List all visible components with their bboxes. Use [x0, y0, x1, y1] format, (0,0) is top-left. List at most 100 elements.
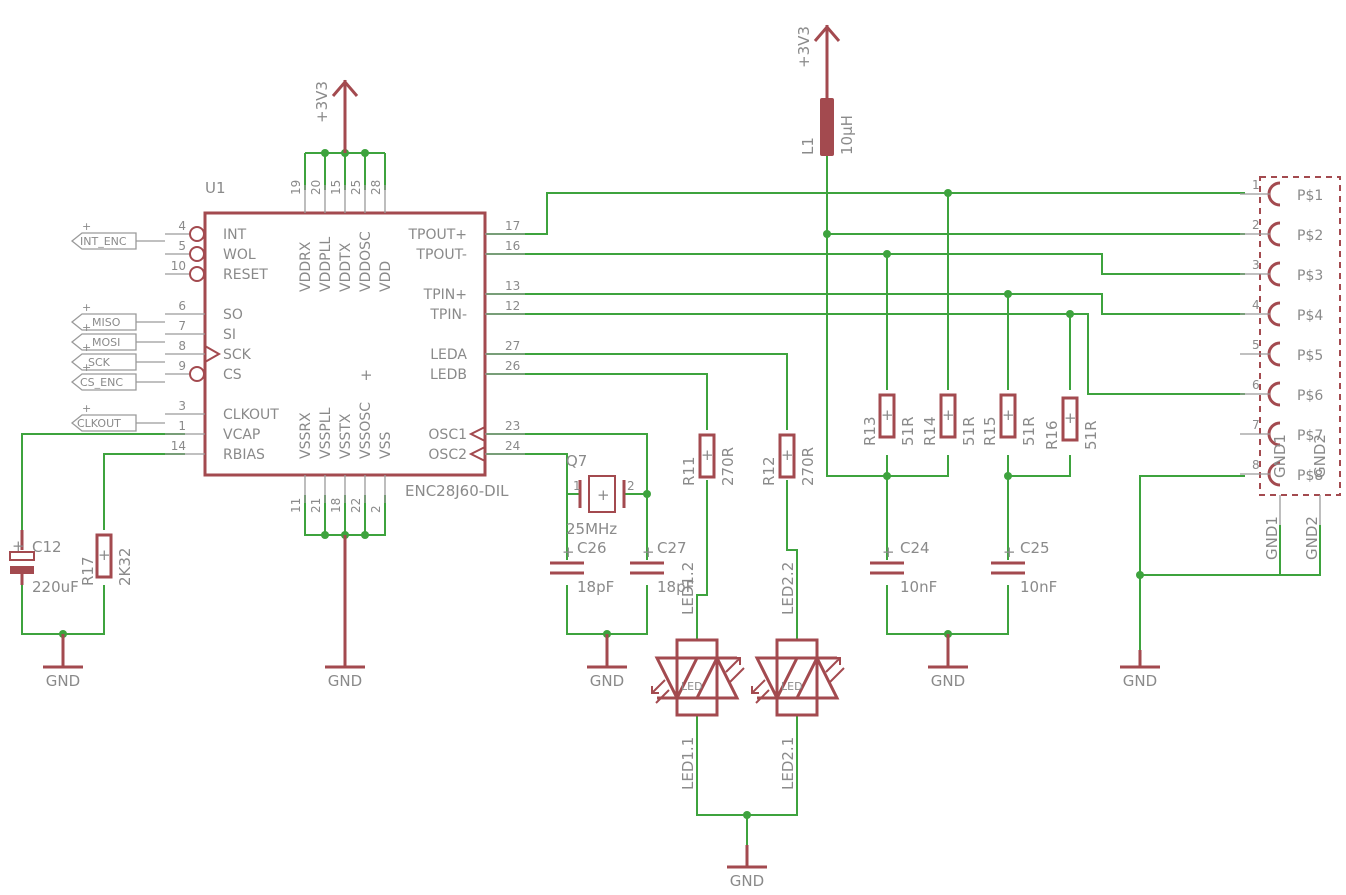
jack-pin-num-5: 5 — [1252, 338, 1260, 352]
resistor-r12[interactable]: + R12 270R — [760, 433, 817, 486]
pin-num-vcap: 1 — [178, 419, 186, 433]
svg-text:+3V3: +3V3 — [313, 81, 331, 123]
gnd-symbol-crystal[interactable]: GND — [587, 634, 627, 690]
pin-name-rbias: RBIAS — [223, 447, 265, 463]
svg-text:GND: GND — [931, 672, 965, 690]
net-label-clkout[interactable]: CLKOUT + — [70, 402, 165, 432]
capacitor-c24[interactable]: + C24 10nF — [870, 539, 937, 596]
pin-num-int: 4 — [178, 219, 186, 233]
gnd-symbol-ic[interactable]: GND — [325, 535, 365, 690]
svg-text:1: 1 — [573, 479, 581, 493]
r11-ref: R11 — [680, 456, 698, 486]
led2-pin-top: LED2.2 — [779, 562, 797, 615]
pin-name-vddpll: VDDPLL — [318, 237, 334, 292]
pin-name-vssrx: VSSRX — [298, 412, 314, 459]
resistor-r11[interactable]: + R11 270R — [680, 433, 737, 486]
pin-name-vdd: VDD — [378, 261, 394, 292]
ic-part: ENC28J60-DIL — [405, 482, 509, 500]
net-label-mosi[interactable]: MOSI + — [70, 321, 165, 351]
l1-value: 10µH — [838, 115, 856, 155]
pin-name-vssosc: VSSOSC — [358, 402, 374, 459]
supply-3v3-magnetics[interactable]: +3V3 — [795, 24, 841, 100]
led-pair-1[interactable]: LED LED1.2 LED1.1 — [651, 562, 745, 790]
pin-num-cs: 9 — [178, 359, 186, 373]
capacitor-c27[interactable]: + C27 18pF — [630, 539, 694, 596]
svg-text:SCK: SCK — [88, 356, 111, 369]
pin-name-vsspll: VSSPLL — [318, 407, 334, 459]
pin-name-vddtx: VDDTX — [338, 242, 354, 292]
jack-gnd2-label: GND2 — [1303, 516, 1321, 560]
gnd-symbol-vcap[interactable]: GND — [43, 634, 83, 690]
pin-name-vddosc: VDDOSC — [358, 231, 374, 292]
pin-num-vddpll: 20 — [309, 180, 323, 195]
pin-num-leda: 27 — [505, 339, 520, 353]
svg-text:CLKOUT: CLKOUT — [77, 417, 121, 430]
gnd-symbol-termination[interactable]: GND — [928, 634, 968, 690]
wires — [21, 105, 1321, 865]
svg-text:+: + — [701, 446, 714, 464]
pin-name-vcap: VCAP — [223, 427, 260, 443]
pin-num-wol: 5 — [178, 239, 186, 253]
r13-value: 51R — [899, 416, 917, 446]
pin-num-rbias: 14 — [171, 439, 186, 453]
c12-value: 220uF — [32, 578, 79, 596]
pin-num-tpin-plus: 13 — [505, 279, 520, 293]
net-label-cs-enc[interactable]: CS_ENC + — [70, 361, 165, 391]
svg-text:+: + — [82, 301, 91, 314]
jack-pin-num-3: 3 — [1252, 258, 1260, 272]
rj45-jack[interactable]: 1 2 3 4 5 6 7 8 P$1 P$2 P$3 P$4 P$5 P$6 … — [1240, 176, 1341, 560]
capacitor-c26[interactable]: + C26 18pF — [550, 539, 614, 596]
capacitor-c25[interactable]: + C25 10nF — [991, 539, 1057, 596]
jack-pin-name-8: P$8 — [1297, 468, 1323, 484]
svg-text:+3V3: +3V3 — [795, 26, 813, 68]
capacitor-c12[interactable]: + C12 220uF — [9, 530, 79, 596]
gnd-symbol-leds[interactable]: GND — [727, 845, 767, 890]
ic-u1[interactable]: U1 ENC28J60-DIL + 4 5 10 6 7 8 9 3 1 14 … — [165, 179, 525, 513]
inductor-l1[interactable]: L1 10µH — [799, 98, 856, 156]
svg-text:+: + — [781, 446, 794, 464]
inverted-pin-cs — [189, 366, 205, 382]
resistor-r13[interactable]: + R13 51R — [861, 393, 917, 446]
supply-3v3-ic[interactable]: +3V3 — [313, 79, 359, 153]
jack-pin-num-6: 6 — [1252, 378, 1260, 392]
led-pair-2[interactable]: LED LED2.2 LED2.1 — [751, 562, 845, 790]
q7-value: 25MHz — [566, 520, 617, 538]
net-label-int-enc[interactable]: INT_ENC + — [70, 220, 165, 250]
crystal-q7[interactable]: + 1 2 Q7 25MHz — [566, 452, 635, 538]
pin-name-osc1: OSC1 — [428, 427, 467, 443]
r12-value: 270R — [799, 447, 817, 486]
jack-pin-name-1: P$1 — [1297, 188, 1323, 204]
svg-text:GND: GND — [328, 672, 362, 690]
resistor-r17[interactable]: + R17 2K32 — [79, 533, 134, 586]
pin-num-so: 6 — [178, 299, 186, 313]
svg-text:+: + — [1003, 543, 1016, 561]
resistor-r14[interactable]: + R14 51R — [921, 393, 978, 446]
pin-name-tpin-plus: TPIN+ — [423, 287, 467, 303]
pin-name-vsstx: VSSTX — [338, 413, 354, 459]
jack-gnd2-inner-label: GND2 — [1311, 434, 1329, 478]
svg-text:GND: GND — [730, 872, 764, 890]
svg-text:+: + — [82, 361, 91, 374]
gnd-symbol-jack[interactable]: GND — [1120, 650, 1160, 690]
resistor-r15[interactable]: + R15 51R — [981, 393, 1038, 446]
jack-pin-name-5: P$5 — [1297, 348, 1323, 364]
svg-text:GND: GND — [590, 672, 624, 690]
clock-pin-osc2 — [468, 446, 486, 462]
pin-name-cs: CS — [223, 367, 242, 383]
inverted-pin-reset — [189, 266, 205, 282]
inverted-pin-int — [189, 226, 205, 242]
svg-text:+: + — [12, 537, 25, 555]
resistor-r16[interactable]: + R16 51R — [1043, 396, 1100, 450]
pin-num-osc2: 24 — [505, 439, 520, 453]
c24-value: 10nF — [900, 578, 937, 596]
jack-pin-num-7: 7 — [1252, 418, 1260, 432]
net-label-miso[interactable]: MISO + — [70, 301, 165, 331]
net-labels: INT_ENC + MISO + MOSI + SCK + CS_ENC + C… — [70, 220, 165, 432]
pin-num-vsspll: 21 — [309, 498, 323, 513]
ic-origin-mark: + — [360, 366, 373, 384]
net-label-sck[interactable]: SCK + — [70, 341, 165, 371]
r16-value: 51R — [1082, 420, 1100, 450]
svg-text:GND: GND — [1123, 672, 1157, 690]
c26-ref: C26 — [577, 539, 607, 557]
